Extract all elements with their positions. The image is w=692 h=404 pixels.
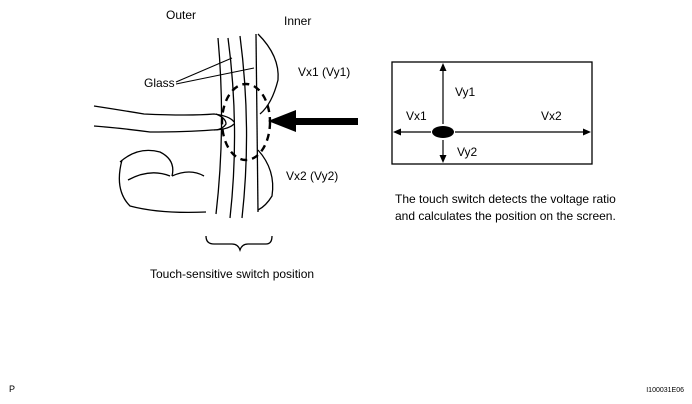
switch-position-label: Touch-sensitive switch position: [150, 267, 314, 281]
inner-label: Inner: [284, 14, 311, 28]
vy1-label: Vy1: [455, 85, 476, 99]
inner-glass-line: [255, 33, 259, 213]
vx2-arrowhead: [583, 128, 591, 136]
knuckle-2: [127, 172, 171, 181]
outer-glass-line-1: [215, 37, 223, 215]
glass-layers: [215, 33, 279, 219]
vx2-label: Vx2: [541, 109, 562, 123]
screen-arrows: [393, 63, 591, 163]
vy1-arrowhead: [439, 63, 447, 71]
screen-diagram: Vy1 Vx1 Vx2 Vy2: [391, 61, 593, 165]
vy2-label: Vy2: [457, 145, 478, 159]
vx1-vy1-label: Vx1 (Vy1): [298, 65, 350, 79]
footer-left-code: P: [9, 384, 15, 394]
glass-leader-2: [175, 67, 255, 85]
inner-lower-bulge: [257, 149, 274, 211]
fingernail: [213, 113, 227, 131]
vx1-arrowhead: [393, 128, 401, 136]
palm-lower: [118, 159, 207, 214]
description-line-1: The touch switch detects the voltage rat…: [395, 192, 616, 206]
glass-leader-1: [175, 57, 233, 83]
vy2-arrowhead: [439, 155, 447, 163]
hand-sketch: [93, 105, 235, 214]
inner-bulge: [257, 33, 279, 115]
vx2-vy2-label: Vx2 (Vy2): [286, 169, 338, 183]
screen-rectangle: [391, 61, 593, 165]
thumb: [171, 171, 205, 177]
pressure-arrow: [268, 110, 358, 132]
touch-point-dot: [432, 126, 454, 138]
outer-glass-line-2: [227, 37, 236, 219]
outer-label: Outer: [166, 8, 196, 22]
pressure-arrow-shaft: [292, 118, 358, 125]
outer-glass-line-3: [239, 35, 248, 219]
glass-leaders: [175, 57, 255, 85]
knuckle-1: [119, 149, 174, 177]
figure-id: I100031E06: [646, 387, 684, 394]
switch-position-brace: [205, 235, 273, 253]
touch-area-dashed-ellipse: [220, 82, 272, 162]
finger-bottom: [93, 123, 235, 133]
vx1-label: Vx1: [406, 109, 427, 123]
finger-top: [93, 105, 235, 123]
description-line-2: and calculates the position on the scree…: [395, 209, 616, 223]
pressure-arrow-head: [268, 110, 296, 132]
glass-label: Glass: [144, 76, 175, 90]
